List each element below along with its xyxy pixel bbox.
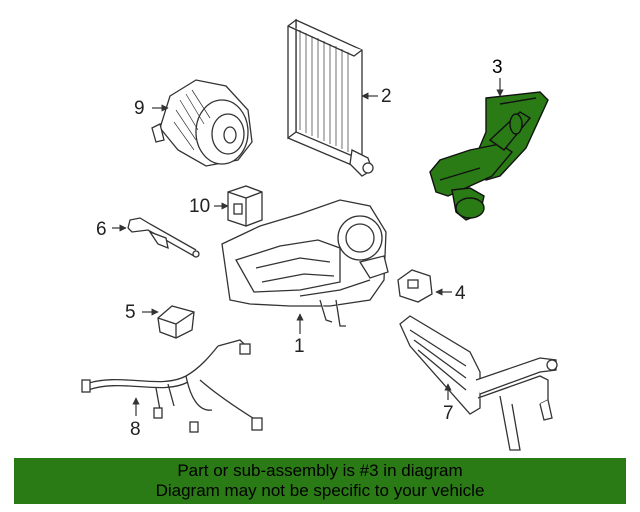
callout-7[interactable]: 7 xyxy=(443,403,454,424)
callout-10[interactable]: 10 xyxy=(189,196,211,217)
callout-6[interactable]: 6 xyxy=(96,219,107,240)
banner-line-2: Diagram may not be specific to your vehi… xyxy=(155,481,485,500)
callout-4[interactable]: 4 xyxy=(455,283,466,304)
callout-8[interactable]: 8 xyxy=(130,419,141,440)
callout-9[interactable]: 9 xyxy=(134,98,145,119)
part-2-evaporator-core[interactable] xyxy=(287,18,374,177)
part-8-harness[interactable] xyxy=(81,339,263,433)
info-banner: Part or sub-assembly is #3 in diagram Di… xyxy=(14,458,626,504)
part-4-bracket[interactable] xyxy=(397,269,433,303)
callout-1[interactable]: 1 xyxy=(294,336,305,357)
callout-3[interactable]: 3 xyxy=(492,57,503,78)
part-6-sensor[interactable] xyxy=(127,217,200,258)
part-10-module[interactable] xyxy=(227,185,263,227)
part-1-hvac-case[interactable] xyxy=(221,199,389,327)
part-5-block[interactable] xyxy=(157,305,195,339)
part-7-heater-core[interactable] xyxy=(399,315,558,451)
part-9-blower-motor[interactable] xyxy=(151,79,253,167)
banner-line-1: Part or sub-assembly is #3 in diagram xyxy=(177,461,463,480)
callout-5[interactable]: 5 xyxy=(125,302,136,323)
callout-2[interactable]: 2 xyxy=(381,86,392,107)
leader-lines xyxy=(112,78,504,416)
part-3-highlighted[interactable] xyxy=(429,91,549,221)
